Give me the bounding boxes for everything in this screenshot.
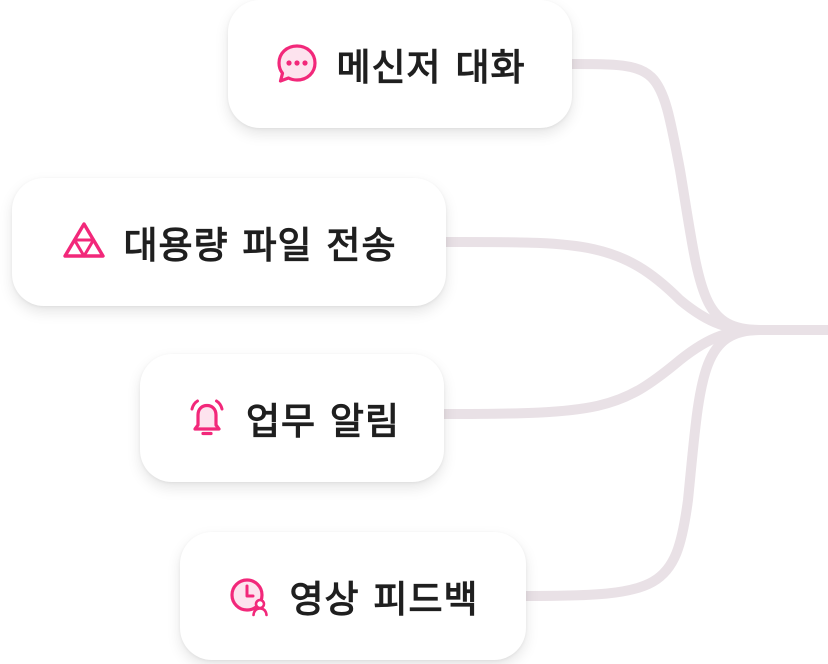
feature-label-file-transfer: 대용량 파일 전송 bbox=[123, 224, 397, 267]
feature-card-video-feedback: 영상 피드백 bbox=[180, 532, 526, 660]
feature-label-video-feedback: 영상 피드백 bbox=[289, 578, 479, 621]
feature-card-messenger: 메신저 대화 bbox=[228, 0, 572, 128]
feature-card-file-transfer: 대용량 파일 전송 bbox=[12, 178, 446, 306]
drive-triangle-icon bbox=[61, 219, 107, 265]
connector-messenger bbox=[567, 59, 828, 335]
feature-label-messenger: 메신저 대화 bbox=[336, 46, 526, 89]
feature-card-work-alert: 업무 알림 bbox=[140, 354, 444, 482]
feature-label-work-alert: 업무 알림 bbox=[245, 400, 401, 443]
connector-video bbox=[521, 325, 765, 601]
clock-user-icon bbox=[227, 573, 273, 619]
chat-bubble-icon bbox=[274, 41, 320, 87]
bell-icon bbox=[184, 395, 230, 441]
connector-file bbox=[441, 236, 765, 335]
connector-alert bbox=[439, 325, 765, 419]
